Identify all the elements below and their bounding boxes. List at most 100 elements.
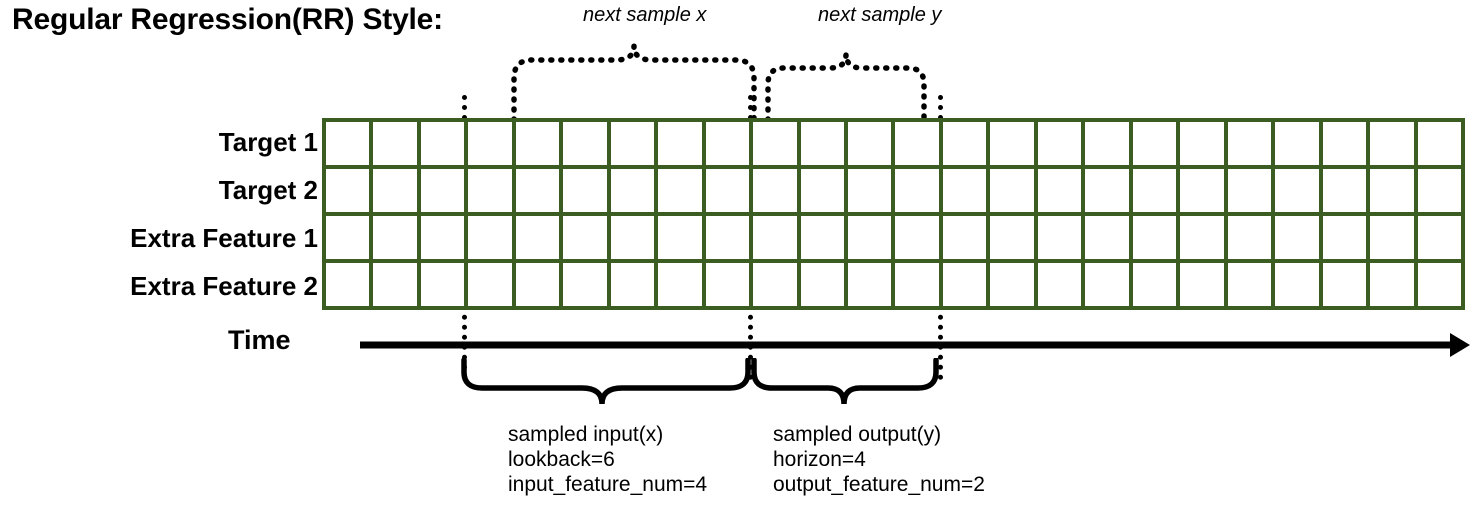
grid-cell-r3-c16	[1085, 263, 1129, 306]
caption-input-line1: sampled input(x)	[508, 423, 664, 446]
grid-cell-r3-c8	[705, 263, 750, 306]
grid-cell-r1-c13	[942, 169, 987, 212]
grid-cell-r3-c23	[1417, 263, 1461, 306]
grid-cell-r0-c11	[848, 122, 892, 165]
grid-cell-r0-c4	[515, 122, 560, 165]
grid-cell-r1-c18	[1180, 169, 1224, 212]
grid-cell-r3-c7	[658, 263, 702, 306]
caption-input-line2: lookback=6	[508, 448, 615, 471]
grid-cell-r3-c12	[895, 263, 939, 306]
grid-cell-r1-c19	[1227, 169, 1272, 212]
grid-cell-r0-c3	[468, 122, 512, 165]
grid-cell-r2-c22	[1370, 216, 1414, 259]
grid-cell-r3-c15	[1037, 263, 1082, 306]
grid-cell-r2-c11	[848, 216, 892, 259]
grid-cell-r3-c4	[515, 263, 560, 306]
grid-cell-r2-c20	[1275, 216, 1319, 259]
row-label-extra-feature-1: Extra Feature 1	[130, 223, 318, 253]
grid-cell-r0-c15	[1037, 122, 1082, 165]
grid-cell-r0-c21	[1322, 122, 1367, 165]
grid-cell-r3-c17	[1132, 263, 1177, 306]
grid-cell-r1-c21	[1322, 169, 1367, 212]
grid-cell-r2-c8	[705, 216, 750, 259]
grid-cell-r1-c17	[1132, 169, 1177, 212]
grid-cell-r3-c10	[800, 263, 845, 306]
grid-cell-r2-c21	[1322, 216, 1367, 259]
row-label-target-2: Target 2	[218, 175, 318, 205]
grid-cell-r2-c3	[468, 216, 512, 259]
grid-cell-r2-c17	[1132, 216, 1177, 259]
grid-cell-r0-c20	[1275, 122, 1319, 165]
grid-cell-r3-c3	[468, 263, 512, 306]
grid-cell-r2-c0	[326, 216, 370, 259]
solid-brace-sampled-input	[461, 358, 751, 405]
grid-cell-r1-c5	[563, 169, 607, 212]
grid-cell-r2-c18	[1180, 216, 1224, 259]
grid-cell-r2-c15	[1037, 216, 1082, 259]
grid-cell-r2-c10	[800, 216, 845, 259]
grid-cell-r1-c4	[515, 169, 560, 212]
grid-cell-r0-c6	[610, 122, 655, 165]
grid-cell-r0-c2	[420, 122, 465, 165]
grid-cell-r1-c2	[420, 169, 465, 212]
caption-sampled-input: sampled input(x) lookback=6 input_featur…	[508, 422, 707, 497]
grid-cell-r3-c20	[1275, 263, 1319, 306]
caption-output-line1: sampled output(y)	[773, 423, 942, 446]
grid-cell-r1-c16	[1085, 169, 1129, 212]
dotted-brace-next-sample-x	[511, 45, 757, 123]
grid-cell-r2-c13	[942, 216, 987, 259]
grid-cell-r0-c23	[1417, 122, 1461, 165]
grid-cell-r1-c15	[1037, 169, 1082, 212]
grid-cell-r1-c14	[990, 169, 1034, 212]
grid-cell-r3-c11	[848, 263, 892, 306]
grid-cell-r3-c18	[1180, 263, 1224, 306]
grid-cell-r0-c1	[373, 122, 417, 165]
grid-cell-r2-c12	[895, 216, 939, 259]
grid-cell-r1-c6	[610, 169, 655, 212]
grid-cell-r2-c9	[753, 216, 797, 259]
timeline-grid	[322, 118, 1465, 310]
annotation-next-sample-y: next sample y	[818, 4, 942, 26]
grid-cell-r1-c3	[468, 169, 512, 212]
annotation-next-sample-x: next sample x	[583, 4, 707, 26]
grid-cell-r0-c19	[1227, 122, 1272, 165]
dotted-brace-next-sample-y	[765, 53, 927, 123]
grid-cell-r3-c1	[373, 263, 417, 306]
grid-cell-r0-c22	[1370, 122, 1414, 165]
caption-output-line2: horizon=4	[773, 448, 866, 471]
caption-output-line3: output_feature_num=2	[773, 473, 985, 496]
time-axis-arrow	[360, 333, 1470, 357]
grid-cell-r1-c0	[326, 169, 370, 212]
caption-sampled-output: sampled output(y) horizon=4 output_featu…	[773, 422, 985, 497]
grid-cell-r3-c21	[1322, 263, 1367, 306]
grid-cell-r1-c11	[848, 169, 892, 212]
grid-cell-r0-c8	[705, 122, 750, 165]
grid-cell-r3-c0	[326, 263, 370, 306]
grid-cell-r3-c14	[990, 263, 1034, 306]
time-axis-label: Time	[228, 325, 291, 355]
grid-cell-r1-c22	[1370, 169, 1414, 212]
grid-cell-r3-c2	[420, 263, 465, 306]
grid-cell-r1-c7	[658, 169, 702, 212]
grid-cell-r2-c1	[373, 216, 417, 259]
grid-cell-r0-c9	[753, 122, 797, 165]
grid-cell-r0-c5	[563, 122, 607, 165]
grid-cell-r0-c14	[990, 122, 1034, 165]
grid-cell-r2-c7	[658, 216, 702, 259]
solid-brace-bottom-group	[461, 358, 939, 405]
page-title: Regular Regression(RR) Style:	[12, 3, 443, 36]
grid-cell-r0-c18	[1180, 122, 1224, 165]
grid-cell-r3-c13	[942, 263, 987, 306]
grid-cell-r1-c20	[1275, 169, 1319, 212]
grid-cell-r2-c19	[1227, 216, 1272, 259]
grid-cell-r1-c1	[373, 169, 417, 212]
dotted-brace-top-group	[511, 45, 927, 123]
grid-cell-r0-c17	[1132, 122, 1177, 165]
grid-cell-r3-c6	[610, 263, 655, 306]
row-label-extra-feature-2: Extra Feature 2	[130, 271, 318, 301]
row-label-target-1: Target 1	[218, 127, 318, 157]
grid-cell-r1-c10	[800, 169, 845, 212]
grid-cell-r0-c13	[942, 122, 987, 165]
grid-cell-r1-c8	[705, 169, 750, 212]
